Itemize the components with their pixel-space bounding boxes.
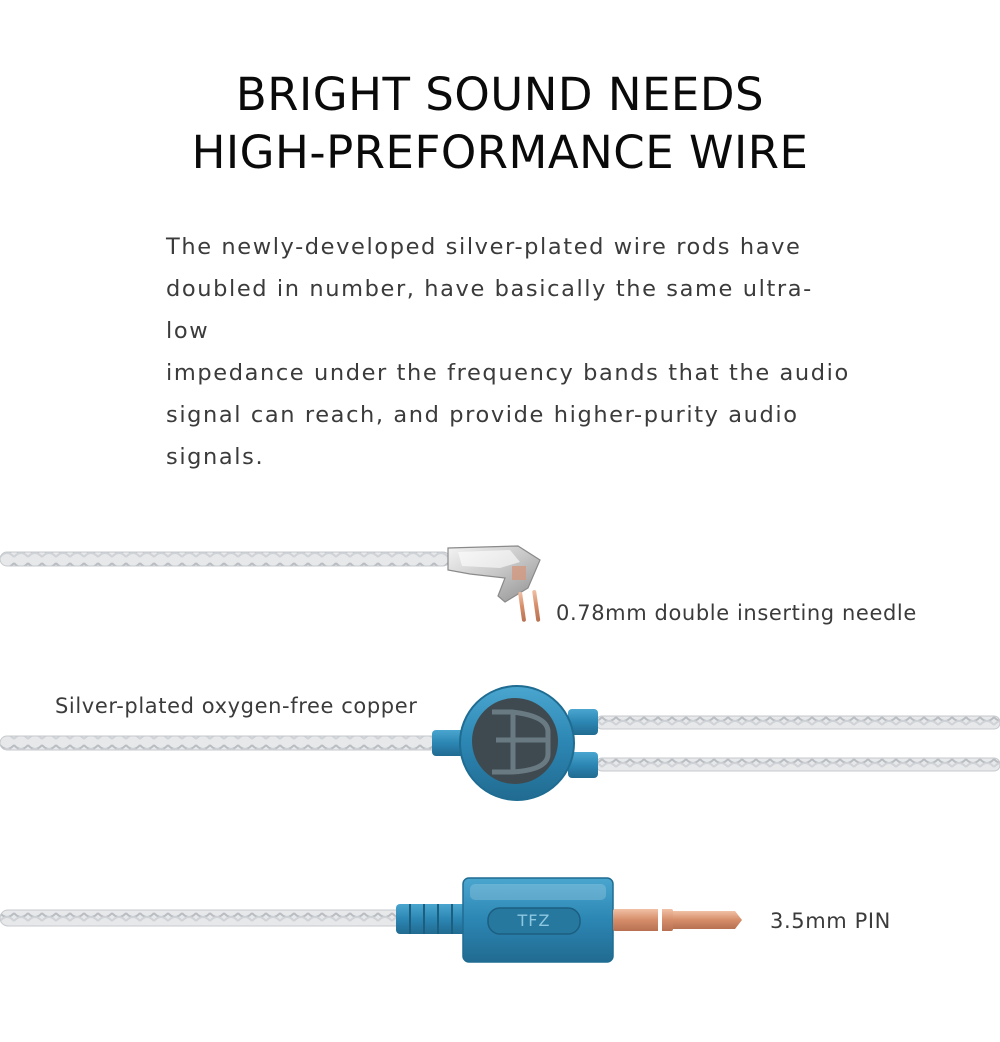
plug-brand-label: TFZ [517, 911, 551, 930]
braided-wire [0, 551, 451, 567]
strain-relief [396, 904, 470, 934]
headline-line-1: BRIGHT SOUND NEEDS [235, 68, 765, 121]
splitter-cable [0, 685, 1000, 801]
braided-wire [0, 909, 411, 927]
braided-wire [595, 715, 1000, 730]
copper-callout: Silver-plated oxygen-free copper [55, 694, 418, 718]
plug-cable [0, 877, 742, 963]
double-needle-pins [518, 589, 541, 622]
description-line: doubled in number, have basically the sa… [166, 276, 813, 344]
plug-pin-35mm [613, 909, 742, 931]
needle-callout: 0.78mm double inserting needle [556, 601, 917, 625]
y-splitter-body [432, 685, 598, 801]
pin-callout: 3.5mm PIN [770, 909, 891, 933]
description-line: The newly-developed silver-plated wire r… [166, 234, 802, 260]
needle-cable [0, 545, 541, 622]
braided-wire [595, 757, 1000, 772]
description-line: signal can reach, and provide higher-pur… [166, 402, 799, 428]
page-headline: BRIGHT SOUND NEEDS HIGH-PREFORMANCE WIRE [0, 66, 1000, 182]
description-line: impedance under the frequency bands that… [166, 360, 850, 386]
description-line: signals. [166, 444, 265, 470]
plug-housing [462, 877, 614, 963]
headline-line-2: HIGH-PREFORMANCE WIRE [191, 126, 809, 179]
description-paragraph: The newly-developed silver-plated wire r… [166, 226, 856, 478]
connector-housing [447, 545, 541, 603]
braided-wire [0, 735, 446, 751]
